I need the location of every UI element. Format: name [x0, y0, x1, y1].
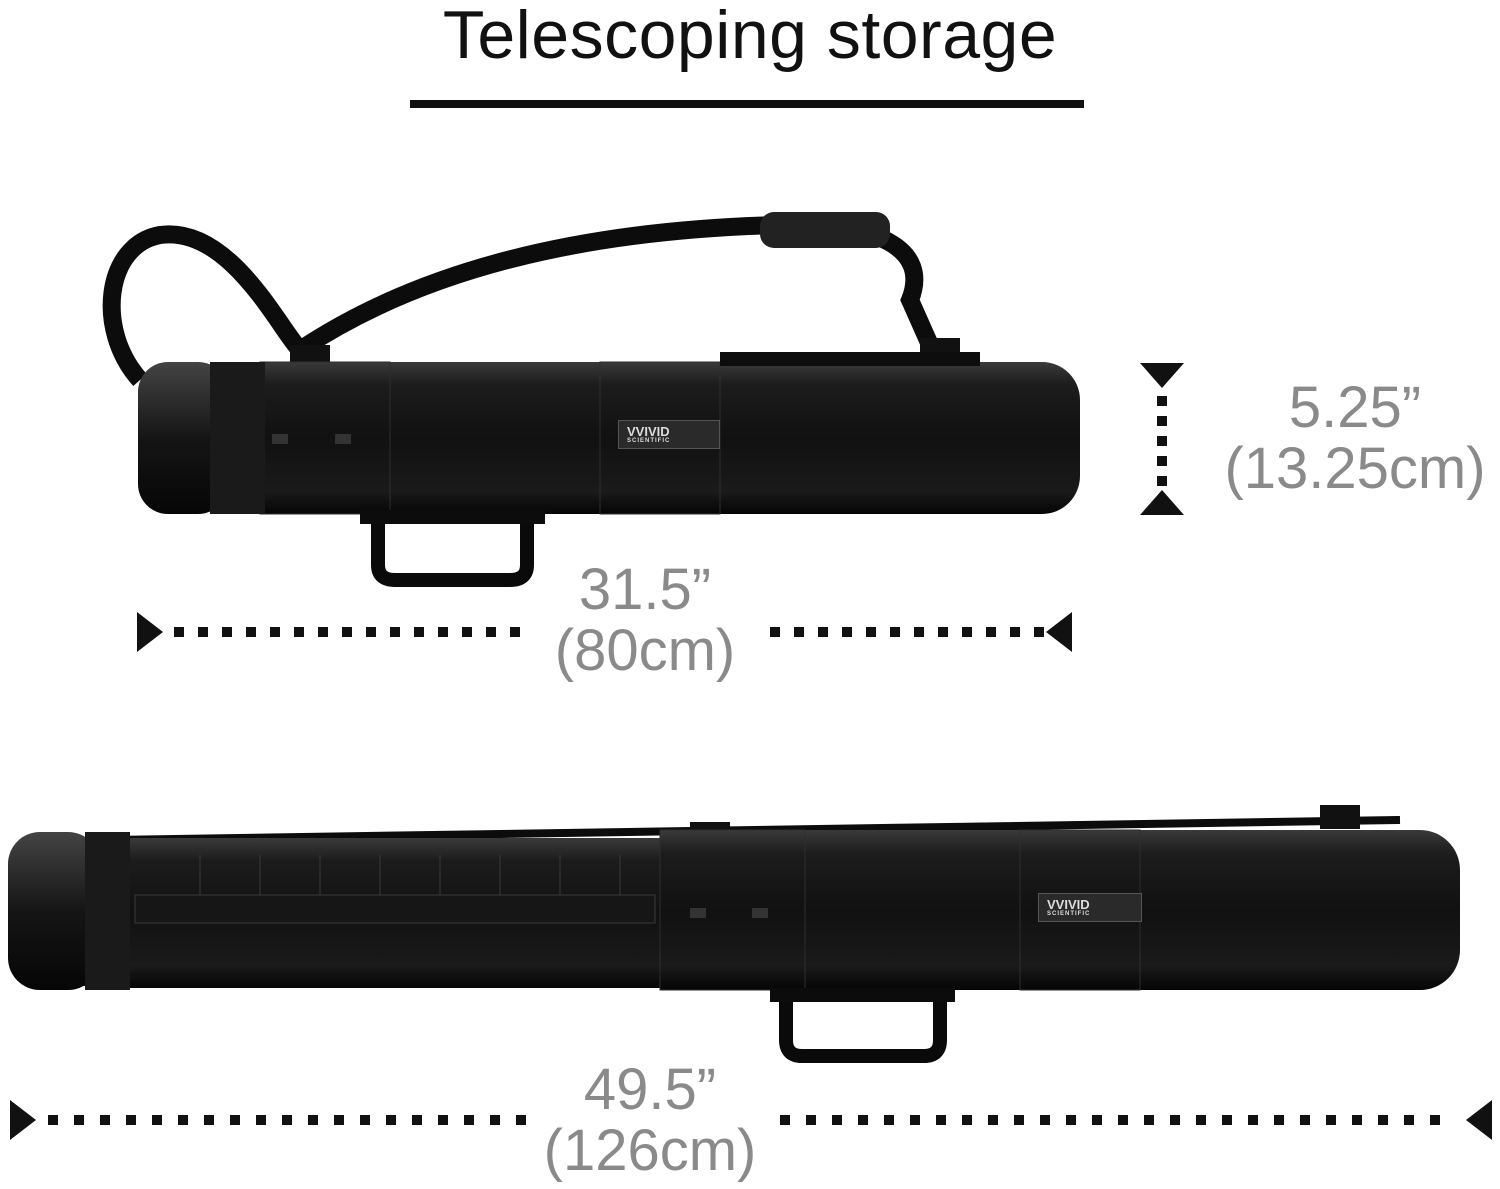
strap-right [295, 215, 939, 358]
extended-length-dots-left [48, 1115, 526, 1125]
closed-tube [102, 212, 1080, 587]
closed-length-marker [137, 612, 1072, 652]
brand-badge-extended: VVIVID SCIENTIFIC [1038, 893, 1142, 922]
diameter-label: 5.25” (13.25cm) [1210, 375, 1500, 501]
carry-handle-extended [779, 996, 947, 1063]
diameter-inches: 5.25” [1288, 375, 1422, 440]
extended-length-cm: (126cm) [543, 1117, 757, 1183]
brand-name: VVIVID [1047, 897, 1090, 912]
brand-subname: SCIENTIFIC [627, 438, 671, 444]
strap-shoulder-pad [760, 212, 890, 248]
extended-tube [8, 805, 1460, 1063]
diameter-cm: (13.25cm) [1224, 435, 1486, 501]
closed-length-dots-left [174, 627, 520, 637]
diameter-marker [1140, 363, 1184, 515]
title-underline [410, 100, 1084, 108]
extended-length-inches: 49.5” [583, 1057, 717, 1122]
extended-length-dots-right [780, 1115, 1440, 1125]
page-title: Telescoping storage [442, 0, 1058, 73]
closed-length-inches: 31.5” [578, 557, 712, 622]
closed-length-cm: (80cm) [554, 617, 736, 683]
brand-badge-closed: VVIVID SCIENTIFIC [618, 420, 720, 449]
extended-length-label: 49.5” (126cm) [520, 1057, 780, 1183]
brand-subname: SCIENTIFIC [1047, 911, 1091, 917]
carry-handle [371, 520, 534, 587]
strap-left [102, 225, 307, 387]
end-cap-extended [8, 832, 100, 990]
end-cap [138, 362, 228, 514]
extended-length-marker [10, 1100, 1492, 1140]
brand-name: VVIVID [627, 424, 670, 439]
closed-length-dots-right [770, 627, 1044, 637]
closed-length-label: 31.5” (80cm) [520, 557, 770, 683]
